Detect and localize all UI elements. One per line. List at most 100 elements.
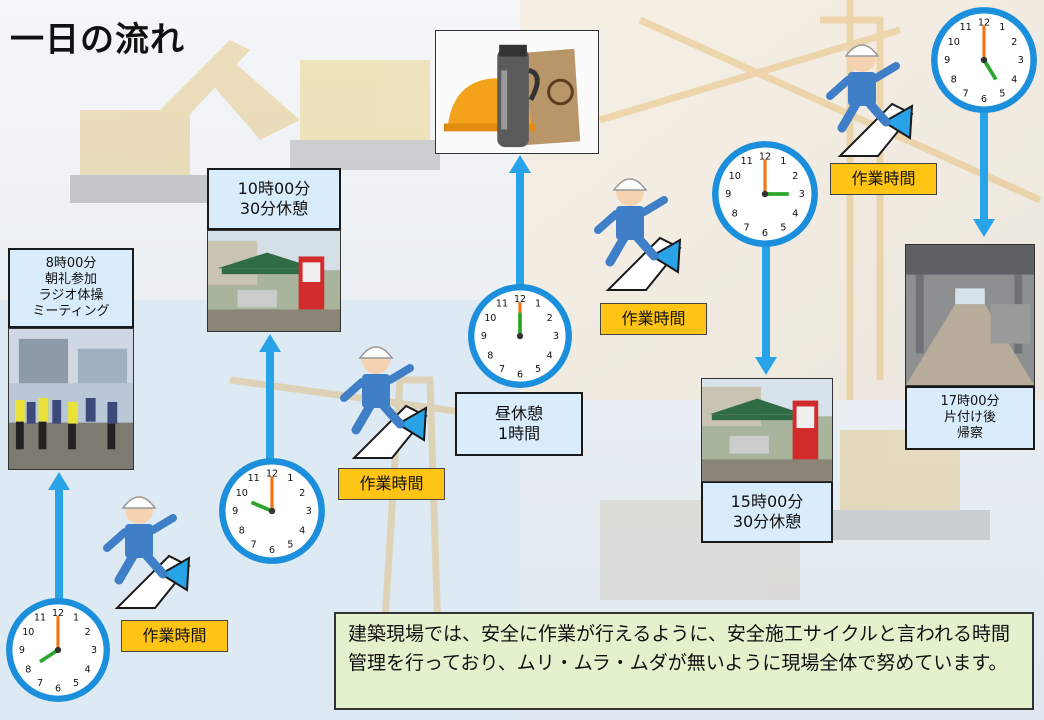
svg-text:7: 7 [963,89,969,100]
svg-text:6: 6 [269,545,275,556]
svg-text:9: 9 [19,645,25,656]
schedule-time: 15時00分 [730,492,804,511]
svg-text:3: 3 [306,506,312,517]
schedule-detail: ラジオ体操 [38,288,104,303]
svg-text:3: 3 [799,189,805,200]
svg-text:8: 8 [487,350,493,361]
svg-text:11: 11 [959,22,971,33]
rest-tent-photo [207,230,341,332]
schedule-detail: 1時間 [497,424,541,443]
schedule-box-1000: 10時00分 30分休憩 [207,168,341,230]
svg-text:7: 7 [251,540,257,551]
svg-text:4: 4 [547,350,553,361]
schedule-detail: 30分休憩 [732,512,802,531]
svg-text:9: 9 [944,55,950,66]
svg-text:10: 10 [484,313,496,324]
svg-text:5: 5 [999,89,1005,100]
svg-text:8: 8 [951,75,957,86]
svg-text:8: 8 [25,664,31,675]
rest-tent-photo [701,378,833,482]
svg-text:5: 5 [287,540,293,551]
svg-text:3: 3 [553,331,559,342]
svg-text:6: 6 [762,228,768,239]
running-worker-icon [594,178,682,291]
svg-text:12: 12 [266,468,278,479]
svg-text:9: 9 [481,331,487,342]
svg-text:11: 11 [247,473,259,484]
schedule-detail: 片付け後 [943,409,996,425]
svg-text:6: 6 [981,94,987,105]
svg-text:2: 2 [85,627,91,638]
svg-text:11: 11 [740,156,752,167]
work-time-tag: 作業時間 [338,468,445,500]
helmet-thermos-bag-icon [435,30,599,154]
svg-text:2: 2 [547,313,553,324]
svg-text:2: 2 [792,171,798,182]
schedule-box-1500: 15時00分 30分休憩 [701,481,833,543]
schedule-time: 10時00分 [237,179,311,198]
schedule-time: 昼休憩 [494,404,543,423]
svg-text:5: 5 [535,364,541,375]
svg-text:6: 6 [55,683,61,694]
description-note: 建築現場では、安全に作業が行えるように、安全施工サイクルと言われる時間管理を行っ… [334,612,1034,710]
svg-text:9: 9 [725,189,731,200]
site-interior-photo [905,244,1035,386]
svg-text:8: 8 [239,526,245,537]
svg-text:1: 1 [73,612,79,623]
page-title: 一日の流れ [10,20,185,60]
down-arrow-icon [973,107,995,237]
schedule-time: 17時00分 [940,393,1000,409]
svg-text:2: 2 [299,488,305,499]
schedule-box-lunch: 昼休憩 1時間 [455,392,583,456]
svg-text:1: 1 [535,298,541,309]
svg-text:2: 2 [1011,37,1017,48]
svg-text:4: 4 [85,664,91,675]
schedule-detail: 30分休憩 [239,199,309,218]
svg-text:3: 3 [1018,55,1024,66]
schedule-detail: ミーティング [32,304,110,320]
svg-text:11: 11 [34,612,46,623]
up-arrow-icon [509,155,531,285]
up-arrow-icon [259,334,281,464]
up-arrow-icon [48,472,70,602]
svg-text:8: 8 [732,209,738,220]
down-arrow-icon [755,245,777,375]
running-worker-icon [103,496,191,609]
svg-text:3: 3 [91,645,97,656]
svg-text:10: 10 [948,37,960,48]
svg-text:5: 5 [780,223,786,234]
svg-text:10: 10 [22,627,34,638]
svg-text:4: 4 [1011,75,1017,86]
running-worker-icon [340,346,428,459]
schedule-detail: 朝礼参加 [44,271,97,287]
svg-text:1: 1 [780,156,786,167]
work-time-tag: 作業時間 [600,303,707,335]
svg-text:6: 6 [517,369,523,380]
svg-text:7: 7 [744,223,750,234]
schedule-time: 8時00分 [45,255,97,271]
svg-text:1: 1 [999,22,1005,33]
morning-assembly-photo [8,328,134,470]
svg-text:12: 12 [978,17,990,28]
svg-text:10: 10 [236,488,248,499]
svg-text:7: 7 [499,364,505,375]
svg-text:7: 7 [37,678,43,689]
work-time-tag: 作業時間 [830,163,937,195]
svg-text:11: 11 [496,298,508,309]
svg-text:1: 1 [287,473,293,484]
svg-text:12: 12 [759,151,771,162]
work-time-tag: 作業時間 [121,620,228,652]
running-worker-icon [826,44,914,157]
svg-text:12: 12 [514,294,526,305]
schedule-box-1700: 17時00分 片付け後 帰察 [905,386,1035,450]
svg-text:12: 12 [52,608,64,619]
svg-text:4: 4 [299,526,305,537]
schedule-detail: 帰察 [956,426,983,442]
svg-text:5: 5 [73,678,79,689]
svg-text:4: 4 [792,209,798,220]
